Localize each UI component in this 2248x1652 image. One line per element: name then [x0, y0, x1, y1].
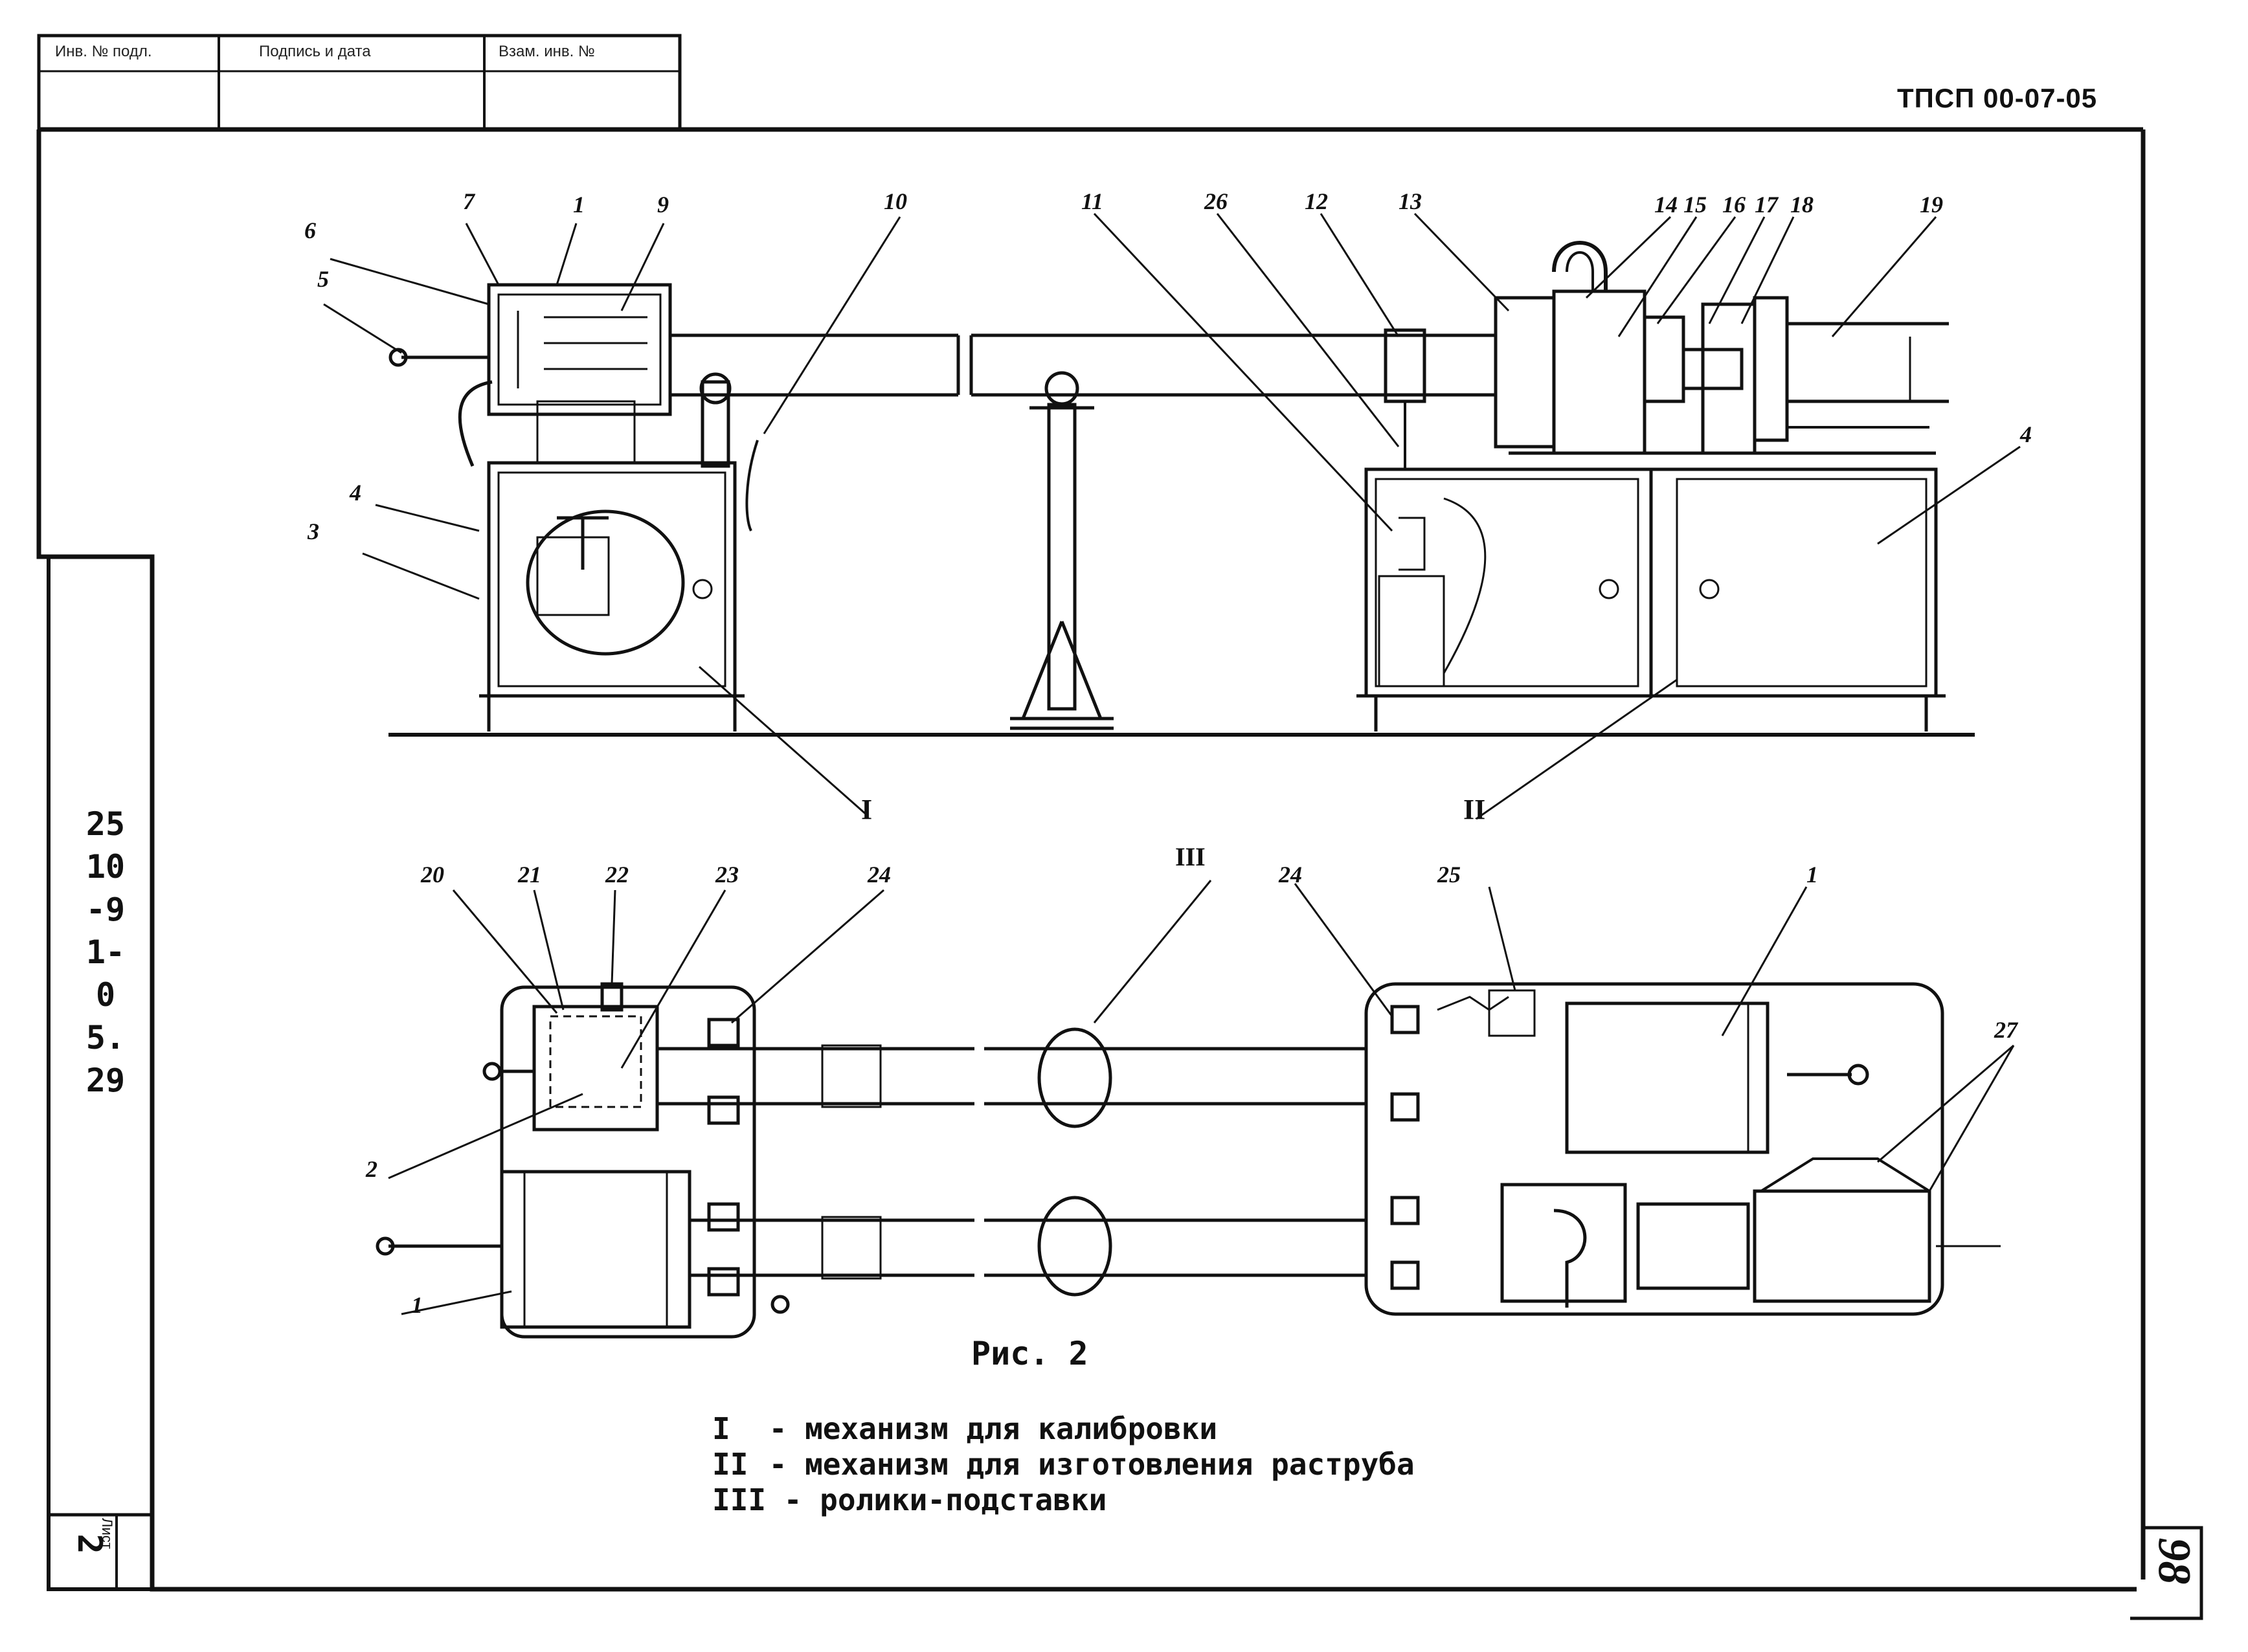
callout-14: 14: [1654, 192, 1678, 218]
side-document-code: 2510-91-05.29: [85, 805, 126, 1099]
callout-9: 9: [657, 192, 669, 218]
callout-21: 21: [518, 862, 541, 887]
callout-22: 22: [605, 862, 629, 887]
stamp-col-inv: Инв. № подл.: [55, 43, 152, 60]
callout-5: 5: [317, 266, 329, 292]
callout-24-left: 24: [868, 862, 891, 887]
legend-item: II - механизм для изготовления раструба: [712, 1447, 1415, 1482]
figure-caption: Рис. 2: [971, 1335, 1088, 1372]
label-mechanism-II: II: [1463, 794, 1486, 825]
callout-12: 12: [1305, 188, 1328, 214]
legend-text: - ролики-подставки: [783, 1482, 1107, 1517]
sheet-label: Лист: [99, 1518, 115, 1549]
callout-7: 7: [463, 188, 475, 214]
legend-key: I: [712, 1411, 730, 1446]
legend-text: - механизм для изготовления раструба: [769, 1447, 1415, 1482]
callout-15: 15: [1683, 192, 1707, 218]
callout-24-right: 24: [1279, 862, 1302, 887]
callout-10: 10: [884, 188, 907, 214]
callout-20: 20: [421, 862, 444, 887]
callout-27: 27: [1994, 1017, 2018, 1043]
legend-item: III - ролики-подставки: [712, 1482, 1107, 1517]
callout-1-plan-right: 1: [1806, 862, 1818, 887]
label-rollers-III: III: [1175, 842, 1206, 871]
legend-key: II: [712, 1447, 748, 1482]
stamp-col-replace: Взам. инв. №: [499, 43, 595, 60]
callout-25: 25: [1437, 862, 1461, 887]
callout-11: 11: [1081, 188, 1104, 214]
callout-23: 23: [715, 862, 739, 887]
callout-17: 17: [1755, 192, 1778, 218]
legend-text: - механизм для калибровки: [769, 1411, 1218, 1446]
page-number: 98: [2148, 1537, 2201, 1585]
document-code: ТПСП 00-07-05: [1897, 83, 2098, 113]
callout-13: 13: [1399, 188, 1422, 214]
callout-16: 16: [1722, 192, 1746, 218]
label-mechanism-I: I: [861, 794, 873, 825]
callout-4-right: 4: [2020, 421, 2032, 447]
callout-19: 19: [1920, 192, 1943, 218]
callout-1-top: 1: [573, 192, 585, 218]
stamp-col-signature: Подпись и дата: [259, 43, 371, 60]
callout-2: 2: [366, 1156, 377, 1182]
callout-26: 26: [1204, 188, 1228, 214]
legend-item: I - механизм для калибровки: [712, 1411, 1217, 1446]
callout-1-plan-left: 1: [411, 1292, 423, 1318]
callout-3: 3: [308, 519, 319, 544]
legend-key: III: [712, 1482, 767, 1517]
callout-6: 6: [304, 218, 316, 243]
callout-4-left: 4: [350, 480, 361, 506]
callout-18: 18: [1790, 192, 1814, 218]
